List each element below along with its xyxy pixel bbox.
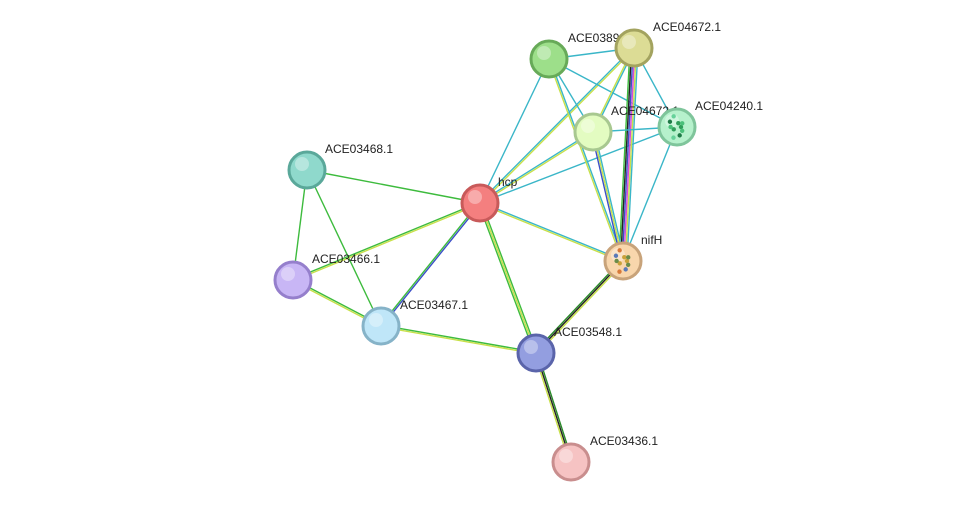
edge-ACE03466.1-hcp — [292, 201, 480, 280]
edge-ACE03466.1-hcp — [293, 203, 481, 282]
node-ACE03467.1[interactable]: ACE03467.1 — [361, 298, 468, 346]
node-highlight — [537, 46, 551, 60]
edge-ACE04672.1-nifH — [624, 48, 638, 262]
node-circle[interactable] — [529, 39, 569, 79]
node-ACE03466.1[interactable]: ACE03466.1 — [273, 252, 380, 300]
node-circle[interactable] — [516, 333, 556, 373]
edge-hcp-nifH — [479, 203, 623, 263]
node-circle[interactable] — [551, 442, 591, 482]
edge-ACE03548.1-nifH — [536, 261, 625, 355]
edge-hcp-ACE03548.1 — [479, 202, 537, 354]
node-highlight — [581, 119, 595, 133]
node-ACE03468.1[interactable]: ACE03468.1 — [287, 142, 393, 190]
node-label: ACE03466.1 — [312, 252, 380, 266]
node-ACE03436.1[interactable]: ACE03436.1 — [551, 434, 658, 482]
node-highlight — [281, 267, 295, 281]
structure-icon — [613, 248, 631, 274]
node-circle[interactable] — [603, 241, 643, 281]
node-highlight — [468, 190, 482, 204]
edge-ACE04672.1-nifH — [621, 47, 634, 261]
edge-hcp-ACE04672.1 — [478, 46, 634, 203]
node-nifH[interactable]: nifH — [603, 233, 662, 281]
node-label: ACE04240.1 — [695, 99, 763, 113]
edge-hcp-ACE03548.1 — [480, 202, 539, 353]
node-label: nifH — [641, 233, 662, 247]
node-ACE04240.1[interactable]: ACE04240.1 — [657, 99, 763, 147]
edge-ACE04672.1-nifH — [619, 47, 633, 261]
edge-ACE03467.1-hcp — [381, 203, 482, 327]
edge-ACE04672.1b-nifH — [590, 132, 623, 262]
edge-ACE04672.1-nifH — [623, 48, 636, 262]
edge-ACE03548.1-nifH — [535, 260, 624, 354]
edge-hcp-ACE03548.1 — [477, 203, 536, 354]
structure-icon — [667, 114, 685, 140]
edge-hcp-ACE04672.1b — [479, 130, 593, 203]
edge-ACE04672.1b-nifH — [593, 131, 626, 261]
node-circle[interactable] — [273, 260, 313, 300]
node-highlight — [524, 340, 538, 354]
edge-hcp-nifH — [480, 201, 624, 261]
node-circle[interactable] — [657, 107, 697, 147]
edge-ACE03467.1-ACE03548.1 — [380, 326, 536, 355]
edge-ACE04240.1-nifH — [622, 126, 678, 262]
edge-ACE03468.1-hcp — [306, 169, 481, 204]
edge-ACE03467.1-hcp — [379, 202, 480, 326]
edge-ACE04672.1b-nifH — [592, 131, 624, 262]
node-label: ACE03468.1 — [325, 142, 393, 156]
edge-ACE03548.1-nifH — [534, 259, 623, 353]
node-circle[interactable] — [361, 306, 401, 346]
node-highlight — [622, 35, 636, 49]
edge-ACE03468.1-ACE03467.1 — [306, 169, 382, 327]
node-hcp[interactable]: hcp — [460, 175, 518, 223]
node-ACE04672.1b[interactable]: ACE04672.1 — [573, 104, 679, 152]
node-circle[interactable] — [287, 150, 327, 190]
node-circle[interactable] — [460, 183, 500, 223]
node-label: ACE03548.1 — [554, 325, 622, 339]
node-highlight — [295, 157, 309, 171]
edge-ACE03898.1-nifH — [547, 59, 623, 262]
edge-ACE04672.1-nifH — [618, 47, 631, 261]
node-label: hcp — [498, 175, 518, 189]
node-highlight — [559, 449, 573, 463]
edge-ACE04672.1-nifH — [626, 48, 639, 262]
edge-ACE03467.1-ACE03548.1 — [381, 324, 537, 353]
node-highlight — [369, 313, 383, 327]
node-label: ACE03467.1 — [400, 298, 468, 312]
node-label: ACE04672.1 — [653, 20, 721, 34]
edge-hcp-ACE03898.1 — [479, 58, 550, 204]
edge-ACE03898.1-nifH — [549, 58, 625, 261]
node-circle[interactable] — [614, 28, 654, 68]
node-circle[interactable] — [573, 112, 613, 152]
node-label: ACE03436.1 — [590, 434, 658, 448]
node-ACE03548.1[interactable]: ACE03548.1 — [516, 325, 622, 373]
edge-hcp-ACE04672.1 — [480, 48, 636, 205]
edge-hcp-ACE04672.1b — [480, 132, 594, 205]
node-ACE04672.1[interactable]: ACE04672.1 — [614, 20, 721, 68]
nodes-layer: hcp ACE03468.1ACE03466.1ACE03467.1ACE0354… — [273, 20, 763, 482]
edge-hcp-ACE04240.1 — [479, 126, 678, 204]
